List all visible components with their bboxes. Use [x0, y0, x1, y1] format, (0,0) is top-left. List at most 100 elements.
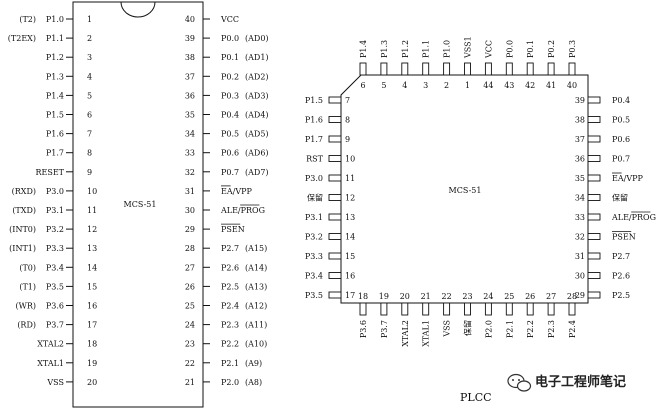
pin-alt-function: (AD1): [245, 53, 269, 62]
pin-number: 39: [575, 96, 585, 105]
pin-name: 保留: [463, 320, 473, 336]
pin-number: 33: [185, 149, 195, 158]
pin-name: P3.3: [46, 244, 64, 253]
dip-pin-left: 6P1.5: [46, 111, 92, 120]
plcc-pin-top: 1 VSS1: [464, 36, 473, 90]
pin-lead: [587, 272, 601, 279]
pin-number: 4: [87, 72, 92, 81]
pin-name: 保留: [612, 193, 628, 203]
pin-name: VCC: [484, 40, 493, 59]
pin-number: 5: [87, 91, 92, 100]
pin-lead: [464, 62, 471, 76]
plcc-pin-top: 2P1.0: [443, 40, 452, 90]
pin-lead: [587, 252, 601, 260]
pin-name: P3.1: [305, 213, 323, 222]
pin-number: 8: [87, 149, 92, 158]
pin-name: P3.2: [305, 233, 323, 242]
pin-name: P1.2: [46, 53, 64, 62]
pin-alt-function: (AD3): [245, 91, 269, 100]
plcc-pin-left: 9P1.7: [305, 135, 350, 144]
pin-lead: [526, 62, 534, 76]
pin-number: 39: [185, 34, 195, 43]
pin-number: 2: [87, 34, 92, 43]
pin-name: P0.5: [612, 116, 630, 125]
pin-lead: [422, 302, 430, 316]
pin-number: 34: [575, 194, 585, 203]
pin-number: 9: [87, 168, 92, 177]
pin-lead: [328, 194, 342, 201]
pin-lead: [547, 302, 555, 316]
pin-name: P1.5: [305, 96, 323, 105]
pin-number: 33: [575, 213, 585, 222]
pin-number: 8: [345, 116, 350, 125]
pin-number: 17: [345, 291, 355, 300]
pin-name: VCC: [220, 15, 239, 24]
pin-number: 19: [379, 292, 389, 301]
pin-lead: [587, 233, 601, 240]
pin-name: RST: [306, 155, 324, 164]
pin-name: XTAL2: [37, 340, 64, 349]
pin-name: P0.1: [526, 40, 535, 58]
pin-lead: [587, 116, 601, 123]
pin-lead: [587, 213, 601, 221]
pin-name: P0.7: [221, 168, 239, 177]
pin-alt-function: (A13): [245, 282, 267, 291]
pin-lead: [505, 302, 513, 316]
pin-number: 9: [345, 135, 350, 144]
pin-number: 7: [345, 96, 350, 105]
pin-alt-function: (AD7): [245, 168, 269, 177]
pin-name: P2.4: [221, 302, 239, 311]
pin-number: 32: [575, 233, 585, 242]
pin-lead: [359, 62, 367, 76]
pin-number: 34: [185, 130, 195, 139]
pin-number: 7: [87, 130, 92, 139]
pin-number: 1: [465, 81, 470, 90]
pin-alt-function: (AD0): [245, 34, 269, 43]
dip-body: [72, 1, 204, 408]
pin-number: 21: [421, 292, 431, 301]
pin-number: 22: [185, 359, 195, 368]
pin-name: P1.2: [401, 40, 410, 58]
pin-alt-function: (INT0): [9, 225, 36, 234]
pin-name: VSS1: [464, 36, 473, 59]
pin-number: 27: [546, 292, 556, 301]
pin-lead: [484, 62, 492, 76]
pin-alt-function: (T2): [19, 15, 36, 24]
pin-name: P1.4: [46, 91, 64, 100]
plcc-pin-top: 4P1.2: [401, 40, 410, 90]
pin-name: P3.5: [305, 291, 323, 300]
pin-name: P2.7: [221, 244, 239, 253]
pin-lead: [587, 174, 601, 182]
pin-lead: [328, 252, 342, 260]
pin-alt-function: (AD2): [245, 72, 269, 81]
pin-alt-function: (T0): [19, 263, 36, 272]
pin-lead: [380, 62, 388, 76]
pin-alt-function: (RXD): [12, 187, 36, 196]
pin-lead: [568, 62, 576, 76]
dip-pin-left: 5 P1.4: [46, 91, 92, 100]
pin-lead: [328, 155, 342, 162]
